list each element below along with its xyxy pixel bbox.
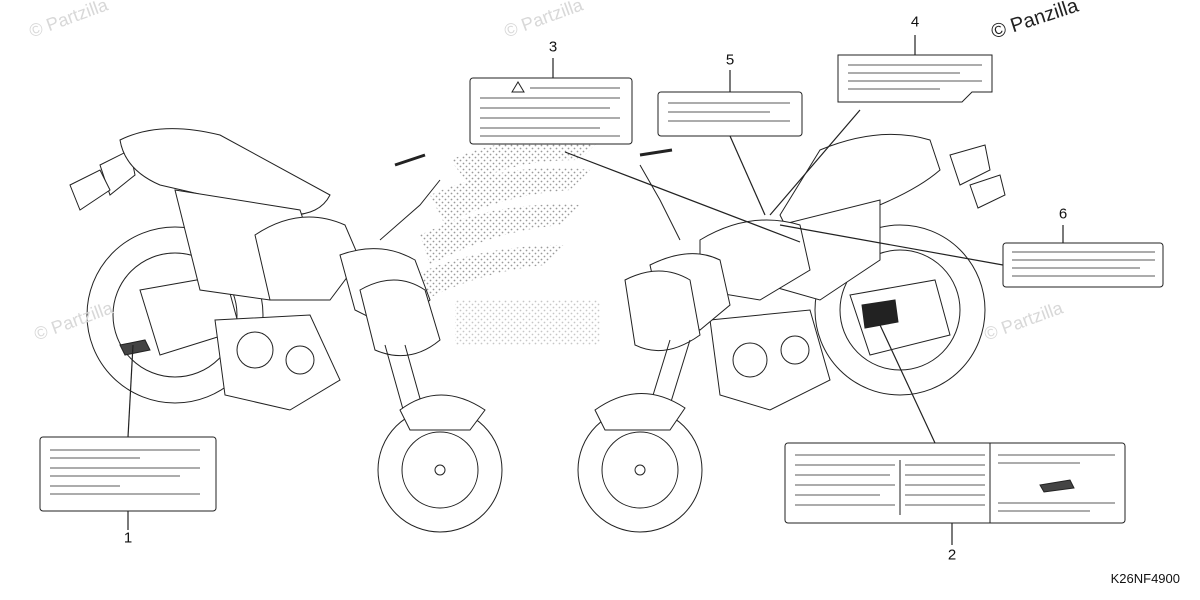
label-location-2 <box>861 299 899 329</box>
callout-3: 3 <box>548 38 558 56</box>
label-3 <box>469 77 633 145</box>
fender-left <box>399 394 486 431</box>
label-5 <box>657 91 803 137</box>
label-1 <box>39 436 217 512</box>
label-6 <box>1002 242 1164 288</box>
warning-triangle-icon <box>511 81 525 93</box>
leader-lines <box>127 35 1064 545</box>
engine-right <box>709 309 831 411</box>
headlight-left <box>359 279 441 357</box>
fender-right <box>594 393 686 431</box>
callout-5: 5 <box>725 51 735 69</box>
callout-1: 1 <box>123 529 133 547</box>
fuel-tank-right <box>699 219 811 301</box>
wing-emblem <box>415 137 600 345</box>
tail-light-right <box>949 144 991 186</box>
engine-left <box>214 314 341 411</box>
headlight-right <box>624 270 701 352</box>
motorcycle-left <box>69 128 503 533</box>
diagram-code: K26NF4900 <box>1110 571 1180 586</box>
seat-left <box>119 128 331 216</box>
callout-4: 4 <box>910 13 920 31</box>
callout-2: 2 <box>947 546 957 564</box>
label-location-1 <box>119 339 151 356</box>
callout-6: 6 <box>1058 205 1068 223</box>
label-2 <box>784 442 1126 524</box>
swingarm-right <box>849 279 951 356</box>
label-4 <box>837 54 993 103</box>
motorcycle-right <box>577 133 1006 533</box>
key-icon <box>1039 479 1075 493</box>
